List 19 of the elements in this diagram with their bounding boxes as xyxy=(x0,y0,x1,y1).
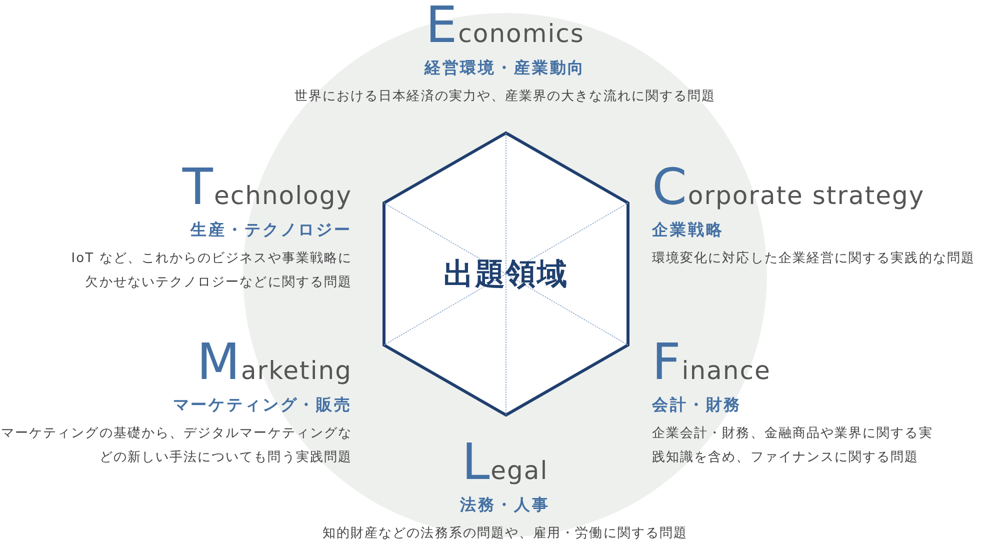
area-description: 環境変化に対応した企業経営に関する実践的な問題 xyxy=(652,250,975,268)
area-description: 知的財産などの法務系の問題や、雇用・労働に関する問題 xyxy=(322,525,688,543)
area-subtitle: 生産・テクノロジー xyxy=(190,220,352,241)
area-heading: Economics xyxy=(426,0,584,50)
area-subtitle: 経営環境・産業動向 xyxy=(424,58,586,79)
area-subtitle: マーケティング・販売 xyxy=(172,395,352,416)
area-heading: Legal xyxy=(462,437,548,487)
area-description: 企業会計・財務、金融商品や業界に関する実践知識を含め、ファイナンスに関する問題 xyxy=(652,425,934,467)
area-description: IoT など、これからのビジネスや事業戦略に欠かせないテクノロジーなどに関する問題 xyxy=(70,250,352,292)
area-heading: Marketing xyxy=(196,337,352,387)
area-heading: Corporate strategy xyxy=(652,162,925,212)
area-description: マーケティングの基礎から、デジタルマーケティングなどの新しい手法についても問う実践問題 xyxy=(0,425,352,467)
area-heading: Technology xyxy=(182,162,352,212)
area-description: 世界における日本経済の実力や、産業界の大きな流れに関する問題 xyxy=(294,88,716,106)
area-subtitle: 会計・財務 xyxy=(652,395,742,416)
area-heading: Finance xyxy=(652,337,771,387)
area-subtitle: 企業戦略 xyxy=(652,220,724,241)
area-subtitle: 法務・人事 xyxy=(460,495,550,516)
hexagon-title: 出題領域 xyxy=(444,256,568,294)
